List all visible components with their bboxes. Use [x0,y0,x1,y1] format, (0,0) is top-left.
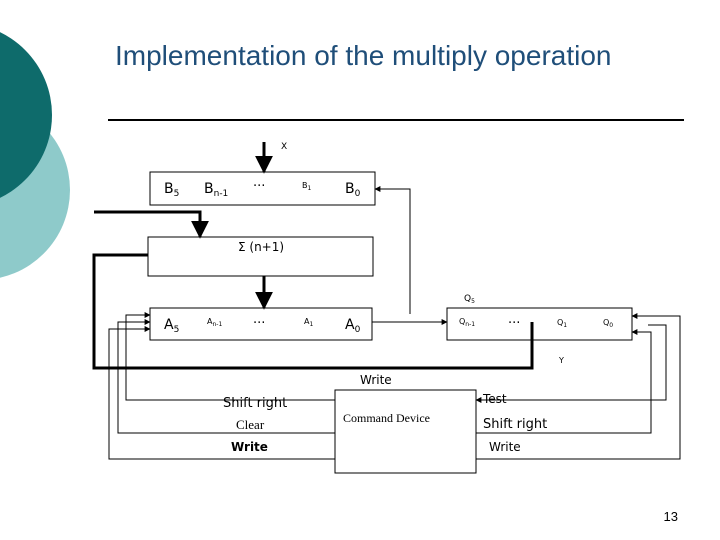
write-top-label: Write [360,373,392,387]
a-dots: ... [253,312,265,327]
shift-right-right-label: Shift right [483,417,547,432]
y-label: Y [558,356,564,365]
adder-label: Σ (n+1) [238,240,284,254]
write-left-label: Write [231,440,268,454]
b-dots: ... [253,175,265,190]
test-loop [475,324,667,403]
bn1-label: Bn-1 [204,181,228,199]
q0-label: Q0 [603,318,613,329]
x-label: X [281,142,287,152]
q1-label: Q1 [557,318,567,329]
b1-label: B1 [302,181,312,192]
page-title: Implementation of the multiply operation [115,40,612,71]
clear-loop [117,319,335,434]
a1-label: A1 [304,317,313,328]
write-loop [108,326,335,460]
adder-carry-line [92,253,534,370]
command-device-label: Command Device [343,411,430,425]
a5-label: A5 [164,317,179,335]
test-label: Test [482,392,507,406]
command-device-box [334,389,477,474]
write-q-loop [476,313,681,460]
shift-right-loop [125,312,335,401]
qn1-label: Qn-1 [459,317,475,328]
clear-label: Clear [236,417,265,432]
an1-label: An-1 [207,317,222,328]
page-number: 13 [663,509,678,524]
decorative-circles [0,32,70,278]
q5-label: Q5 [464,294,475,305]
write-right-label: Write [489,440,521,454]
b0-label: B0 [345,181,361,199]
shift-right-q-loop [476,329,652,434]
b5-label: B5 [164,181,179,199]
title-divider [108,119,684,121]
q-dots: ... [508,312,520,327]
adder-top-line [94,210,209,239]
b0-feedback-line [374,186,411,314]
a0-label: A0 [345,317,361,335]
shift-right-left-label: Shift right [223,396,287,411]
teal-dark-circle [0,32,52,198]
